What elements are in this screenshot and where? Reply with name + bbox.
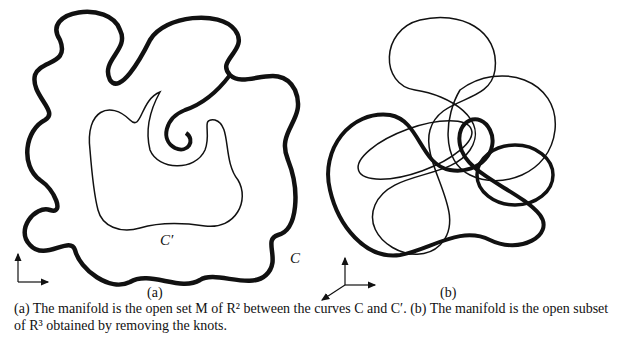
knot-thick xyxy=(328,115,544,256)
curve-c-spiral xyxy=(166,75,230,149)
curve-label: C′ xyxy=(160,232,173,249)
panel-label: (b) xyxy=(440,285,456,301)
curve-c xyxy=(25,12,298,285)
figure-caption: (a) The manifold is the open set M of R²… xyxy=(14,300,614,334)
curve-c-prime xyxy=(89,92,242,230)
panel-label: (a) xyxy=(147,285,163,301)
knot-thin-ring xyxy=(351,109,479,191)
knot-thin-2 xyxy=(448,76,555,181)
curve-label: C xyxy=(290,250,300,267)
knot-thick-ring xyxy=(477,145,553,205)
